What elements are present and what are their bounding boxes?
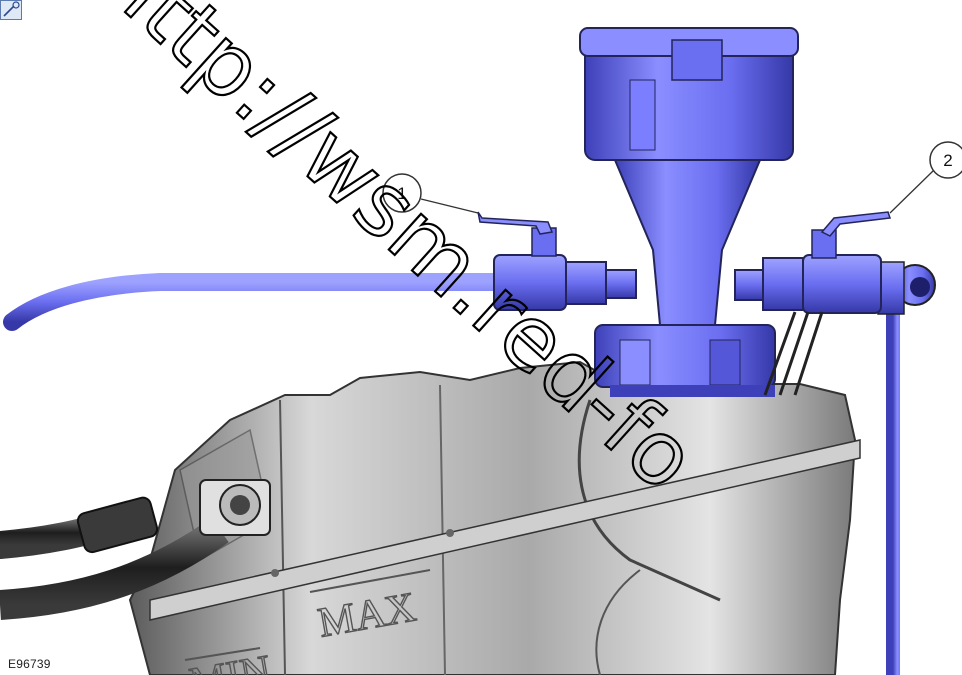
lower-hoses (0, 479, 271, 620)
figure-id: E96739 (8, 657, 51, 671)
right-blue-pipe (886, 266, 912, 675)
callout-2-label: 2 (943, 151, 952, 170)
valve-right (734, 211, 892, 314)
callout-1-label: 1 (397, 184, 406, 203)
left-blue-hose (3, 273, 509, 331)
coolant-expansion-tank (128, 360, 861, 675)
valve-left (477, 211, 637, 311)
callout-1: 1 (382, 173, 479, 214)
callout-2: 2 (889, 141, 962, 214)
reference-icon[interactable] (0, 0, 22, 20)
coolant-filler-tool (579, 27, 799, 397)
